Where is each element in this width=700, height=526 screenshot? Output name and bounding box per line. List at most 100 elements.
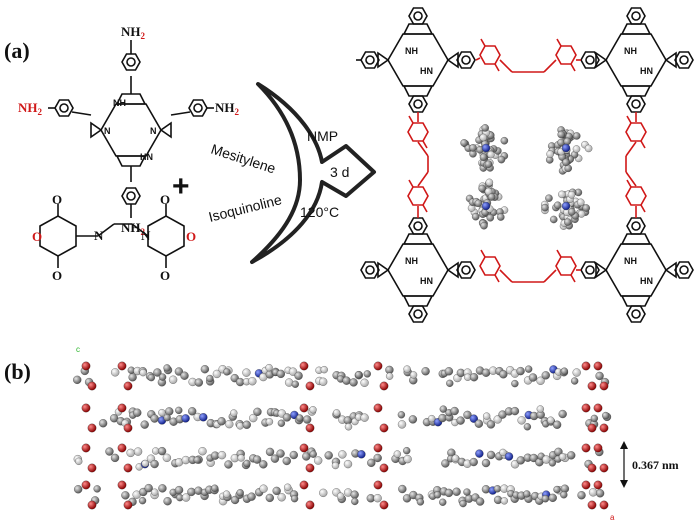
stack-oxygen [87, 381, 97, 391]
pore-atom [487, 150, 495, 159]
stack-atom [441, 459, 450, 468]
stack-atom [105, 447, 114, 456]
stack-atom [439, 405, 447, 413]
stack-atom [469, 414, 478, 423]
stack-atom [236, 377, 245, 387]
stack-atom [284, 483, 292, 491]
pore-center-atom [481, 143, 491, 153]
stack-atom [397, 411, 406, 419]
stack-oxygen [123, 423, 133, 433]
stack-atom [121, 491, 130, 500]
stack-oxygen [87, 423, 97, 433]
stack-atom [242, 368, 251, 377]
stack-atom [403, 447, 411, 455]
pore-atom [479, 133, 487, 142]
stack-oxygen [81, 403, 91, 413]
stack-atom [548, 493, 557, 502]
pore-atom [480, 221, 488, 230]
stack-atom [350, 490, 359, 499]
pore-atom [549, 215, 558, 224]
stack-oxygen [81, 443, 91, 453]
product-hn-1: HN [420, 66, 433, 76]
pore-atom [553, 201, 562, 210]
stack-atom [547, 416, 555, 424]
stack-atom [253, 407, 262, 416]
stack-atom [153, 368, 162, 377]
stack-oxygen [581, 480, 591, 490]
stack-atom [158, 484, 167, 493]
condition-nmp: NMP [307, 128, 338, 144]
stack-atom [444, 488, 454, 498]
stack-oxygen [373, 443, 383, 453]
stack-atom [133, 408, 142, 417]
pore-atom [582, 204, 590, 212]
stack-atom [523, 490, 531, 498]
plus-sign: + [172, 170, 190, 203]
stack-atom [541, 371, 550, 380]
stack-atom [351, 497, 359, 506]
stack-atom [222, 490, 231, 498]
stack-atom [150, 414, 159, 423]
stack-atom [199, 413, 208, 422]
stack-atom [259, 484, 268, 493]
pore-atom [500, 136, 509, 145]
stack-atom [602, 411, 610, 420]
stack-atom [158, 409, 166, 417]
stacking-distance-label: 0.367 nm [632, 458, 679, 472]
stack-oxygen [117, 361, 127, 371]
stack-atom [588, 488, 598, 497]
stack-atom [360, 378, 369, 387]
stack-atom [224, 460, 233, 469]
stack-atom [517, 416, 526, 425]
pore-atom [564, 218, 572, 226]
stack-atom [498, 410, 507, 419]
reaction-arrow [250, 82, 376, 264]
pore-atom [497, 155, 506, 164]
product-hn-4: HN [640, 276, 653, 286]
stack-atom [163, 497, 172, 506]
porphyrin-n-right: N [150, 126, 157, 136]
stack-atom [212, 369, 222, 379]
stack-atom [163, 413, 171, 422]
stack-oxygen [587, 381, 597, 391]
stack-atom [319, 377, 328, 386]
stack-atom [536, 405, 544, 413]
stack-atom [446, 379, 454, 387]
stack-atom [243, 459, 251, 468]
stack-atom [309, 450, 317, 458]
stack-atom [595, 489, 605, 498]
stack-oxygen [593, 443, 603, 453]
product-nh-3: NH [405, 256, 418, 266]
dianhydride-o-6: O [160, 268, 170, 283]
stack-oxygen [587, 463, 597, 473]
stack-oxygen [123, 381, 133, 391]
stack-atom [302, 452, 311, 461]
stack-atom [469, 457, 478, 467]
product-nh-4: NH [624, 256, 637, 266]
panel-a-label: (a) [4, 38, 30, 63]
stack-atom [270, 454, 280, 463]
stack-atom [500, 497, 508, 505]
stack-atom [567, 451, 576, 460]
pore-atom [562, 158, 570, 167]
stacking-distance-marker [620, 441, 628, 488]
stack-atom [499, 370, 508, 379]
stack-atom [444, 367, 454, 376]
stack-atom [511, 379, 519, 388]
stack-atom [168, 375, 178, 384]
stack-oxygen [305, 500, 315, 510]
stack-atom [354, 371, 363, 379]
stack-atom [360, 413, 369, 422]
stack-atom [163, 364, 171, 372]
stack-oxygen [379, 423, 389, 433]
stack-atom [373, 494, 382, 503]
stack-oxygen [599, 500, 609, 510]
pore-atom [557, 130, 565, 139]
condition-time: 3 d [330, 164, 349, 180]
stack-atom [516, 366, 525, 376]
stack-atom [277, 419, 286, 427]
pore-atom [486, 214, 495, 222]
pore-atom [563, 137, 572, 146]
stack-atom [276, 449, 285, 458]
stack-oxygen [81, 480, 91, 490]
